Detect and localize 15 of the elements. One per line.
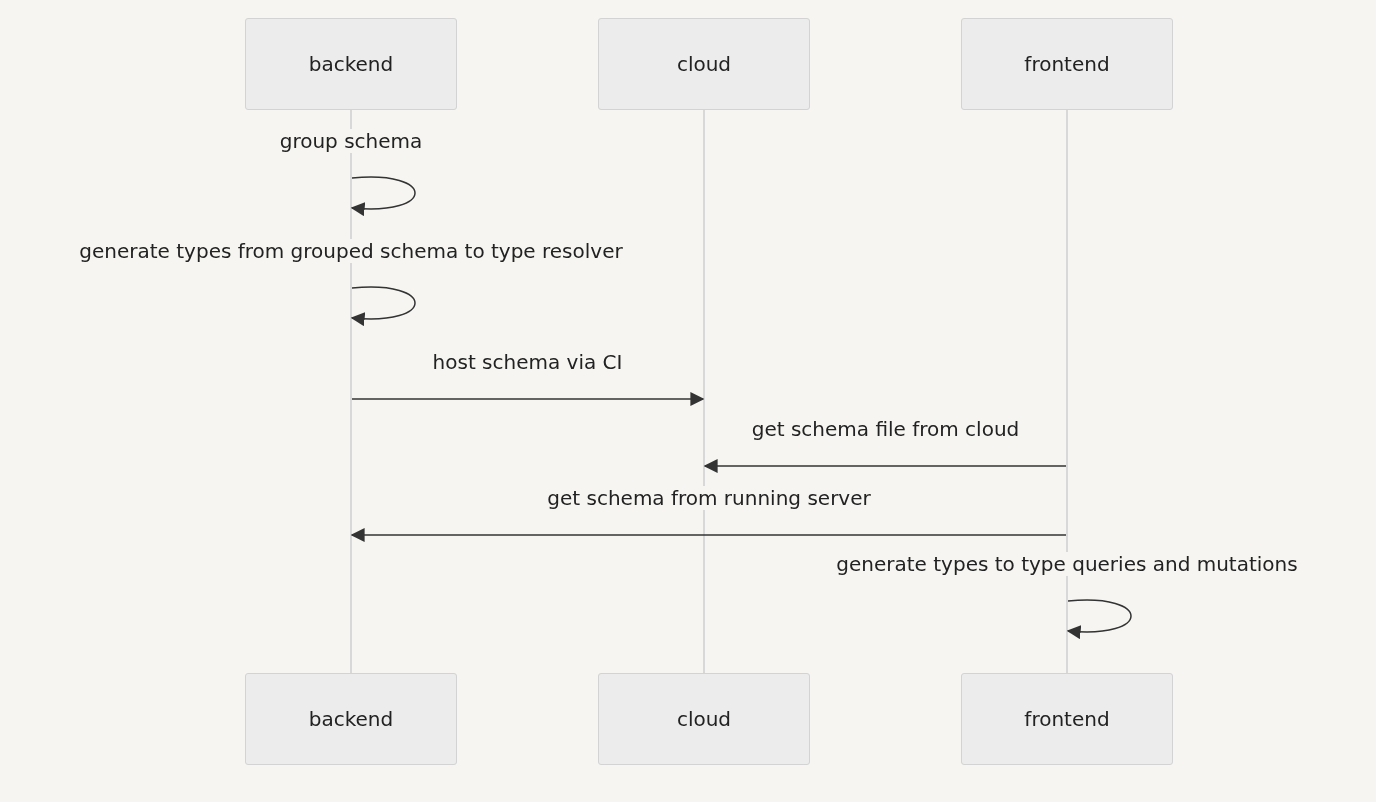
message-arrow [350,528,1067,542]
self-message-arrow [350,176,416,216]
actor-box: cloud [598,18,810,110]
actor-box: cloud [598,673,810,765]
message-arrow [703,459,1067,473]
edge-label: generate types from grouped schema to type resolver [77,239,625,263]
actor-box: backend [245,673,457,765]
edge-label: generate types to type queries and mutations [834,552,1300,576]
message-arrow [351,392,705,406]
self-message-arrow [350,286,416,326]
self-message-arrow [1066,599,1132,639]
actor-box: frontend [961,18,1173,110]
actor-box: backend [245,18,457,110]
edge-label: get schema from running server [545,486,873,510]
actor-box: frontend [961,673,1173,765]
